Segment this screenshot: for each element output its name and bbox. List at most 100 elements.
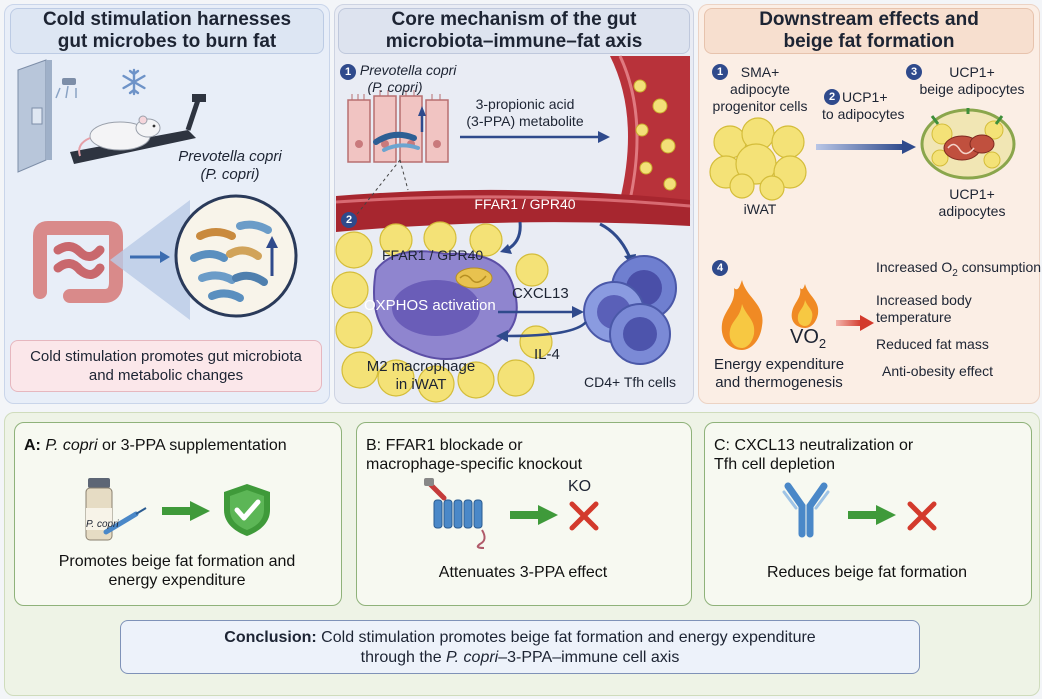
ucp-adipocytes-label: UCP1+ adipocytes <box>912 186 1032 220</box>
experiment-c-header: C: CXCL13 neutralization or Tfh cell dep… <box>714 436 913 474</box>
blood-vessel-diagonal <box>610 55 690 201</box>
vial-icon <box>85 478 147 541</box>
ucp-adipocytes-line2: adipocytes <box>938 203 1006 219</box>
effect-fat: Reduced fat mass <box>876 335 989 352</box>
antibody-icon <box>782 482 830 538</box>
sma-label: SMA+ adipocyte progenitor cells <box>700 64 820 115</box>
snowflake-icon <box>122 68 146 96</box>
left-title-line1: Cold stimulation harnesses <box>42 9 292 30</box>
cross-b-icon <box>569 501 599 531</box>
vo2-subscript: 2 <box>818 336 827 351</box>
left-panel <box>4 4 330 404</box>
ucp-to-label: UCP1+ to adipocytes <box>822 89 905 123</box>
iwat-cluster <box>709 117 807 201</box>
arrow-to-effects-icon <box>836 315 874 331</box>
conclusion-line1: Conclusion: Cold stimulation promotes be… <box>121 628 919 648</box>
intestine-icon <box>33 221 123 303</box>
left-summary-box: Cold stimulation promotes gut microbiota… <box>10 340 322 392</box>
arrow-to-bacteria-icon <box>130 251 170 263</box>
right-step2-badge: 2 <box>824 89 840 105</box>
left-summary-line1: Cold stimulation promotes gut microbiota <box>30 348 302 365</box>
left-title-line2: gut microbes to burn fat <box>57 31 277 52</box>
middle-step1-name: Prevotella copri <box>359 62 457 78</box>
effect-temp-line1: Increased body <box>876 291 972 308</box>
right-panel-title: Downstream effects and beige fat formati… <box>704 8 1034 54</box>
shield-check-icon <box>224 484 270 536</box>
arrow-progenitor-to-beige-icon <box>816 140 916 154</box>
bacteria-name: Prevotella copri <box>178 148 282 165</box>
effect-o2-rest: consumption <box>957 259 1042 275</box>
vo2-text: VO <box>790 326 819 348</box>
bacteria-circle <box>174 194 298 318</box>
metabolite-label: 3-propionic acid (3-PPA) metabolite <box>460 96 590 130</box>
beige-adipocyte <box>920 108 1016 180</box>
middle-panel-title: Core mechanism of the gut microbiota–imm… <box>338 8 690 54</box>
effect-temp-line2: temperature <box>876 308 952 325</box>
middle-step1-abbrev: (P. copri) <box>367 79 423 95</box>
vessel-receptor-label: FFAR1 / GPR40 <box>474 196 576 212</box>
right-step1-badge: 1 <box>712 64 728 80</box>
beige-label: UCP1+ beige adipocytes <box>912 64 1032 98</box>
right-title-line1: Downstream effects and <box>759 9 979 30</box>
macrophage-line1: M2 macrophage <box>366 358 476 375</box>
experiment-a-rest: or 3-PPA supplementation <box>97 437 287 454</box>
arrow-a-icon <box>162 501 210 521</box>
tfh-cells <box>583 255 677 365</box>
energy-line2: and thermogenesis <box>715 374 843 391</box>
experiment-b-footer: Attenuates 3-PPA effect <box>438 564 608 581</box>
middle-step1-badge: 1 <box>340 64 356 80</box>
effect-o2-sub: 2 <box>952 267 958 279</box>
ucp-to-line2: to adipocytes <box>822 106 905 122</box>
magnify-cone <box>110 200 190 320</box>
adipose-macrophage <box>331 221 553 403</box>
right-step3-badge: 3 <box>906 64 922 80</box>
vial-label: P. copri <box>86 519 119 530</box>
beige-line2: beige adipocytes <box>919 81 1025 97</box>
flame-small-icon <box>791 284 819 328</box>
effect-o2: Increased O2 consumption <box>876 259 1042 282</box>
experiment-a-foot-line2: energy expenditure <box>108 572 246 589</box>
ucp-to-line1: UCP1+ <box>842 89 888 105</box>
arrow-metabolite-icon <box>460 131 610 143</box>
experiment-a-prefix: A: <box>24 437 46 454</box>
metabolite-line1: 3-propionic acid <box>475 96 575 112</box>
arrow-c-icon <box>848 505 896 525</box>
tfh-label: CD4+ Tfh cells <box>584 374 676 390</box>
macrophage-label: M2 macrophage in iWAT <box>356 358 486 394</box>
experiment-a-header: A: P. copri or 3-PPA supplementation <box>24 436 287 455</box>
conclusion-line2-italic: P. copri <box>446 649 499 666</box>
cxcl13-label: CXCL13 <box>512 285 569 302</box>
experiment-b-head-line2: macrophage-specific knockout <box>366 456 583 473</box>
flame-large-icon <box>721 280 763 350</box>
conclusion-bold: Conclusion: <box>224 629 317 646</box>
energy-line1: Energy expenditure <box>713 356 845 373</box>
arrow-b-icon <box>510 505 558 525</box>
bacteria-abbrev: (P. copri) <box>200 166 260 183</box>
left-bacteria-label: Prevotella copri (P. copri) <box>170 148 290 184</box>
left-panel-title: Cold stimulation harnesses gut microbes … <box>10 8 324 54</box>
blood-vessel-horizontal <box>335 189 691 232</box>
beige-line1: UCP1+ <box>949 64 995 80</box>
experiment-a-foot-line1: Promotes beige fat formation and <box>58 553 296 570</box>
right-step4-badge: 4 <box>712 260 728 276</box>
iwat-label: iWAT <box>743 201 777 217</box>
conclusion-line1-rest: Cold stimulation promotes beige fat form… <box>316 629 816 646</box>
energy-label: Energy expenditure and thermogenesis <box>708 356 850 392</box>
effect-temp: Increased body temperature <box>876 292 1038 326</box>
sma-line1: SMA+ <box>740 64 780 80</box>
middle-title-line2: microbiota–immune–fat axis <box>385 31 643 52</box>
oxphos-label: OXPHOS activation <box>364 297 496 314</box>
experiment-b-head-line1: B: FFAR1 blockade or <box>366 437 523 454</box>
gut-epithelium <box>347 90 449 163</box>
vo2-label: VO2 <box>790 326 826 355</box>
right-title-line2: beige fat formation <box>783 31 955 52</box>
dashed-connector <box>353 159 409 219</box>
cross-c-icon <box>907 501 937 531</box>
middle-title-line1: Core mechanism of the gut <box>391 9 637 30</box>
receptor-blockade-icon <box>424 478 486 549</box>
arrow-cxcl13-icon <box>498 306 584 318</box>
il4-label: IL-4 <box>534 346 560 363</box>
sma-line3: progenitor cells <box>712 98 808 114</box>
effect-obesity: Anti-obesity effect <box>882 362 994 379</box>
cold-treadmill-illustration <box>17 59 206 173</box>
